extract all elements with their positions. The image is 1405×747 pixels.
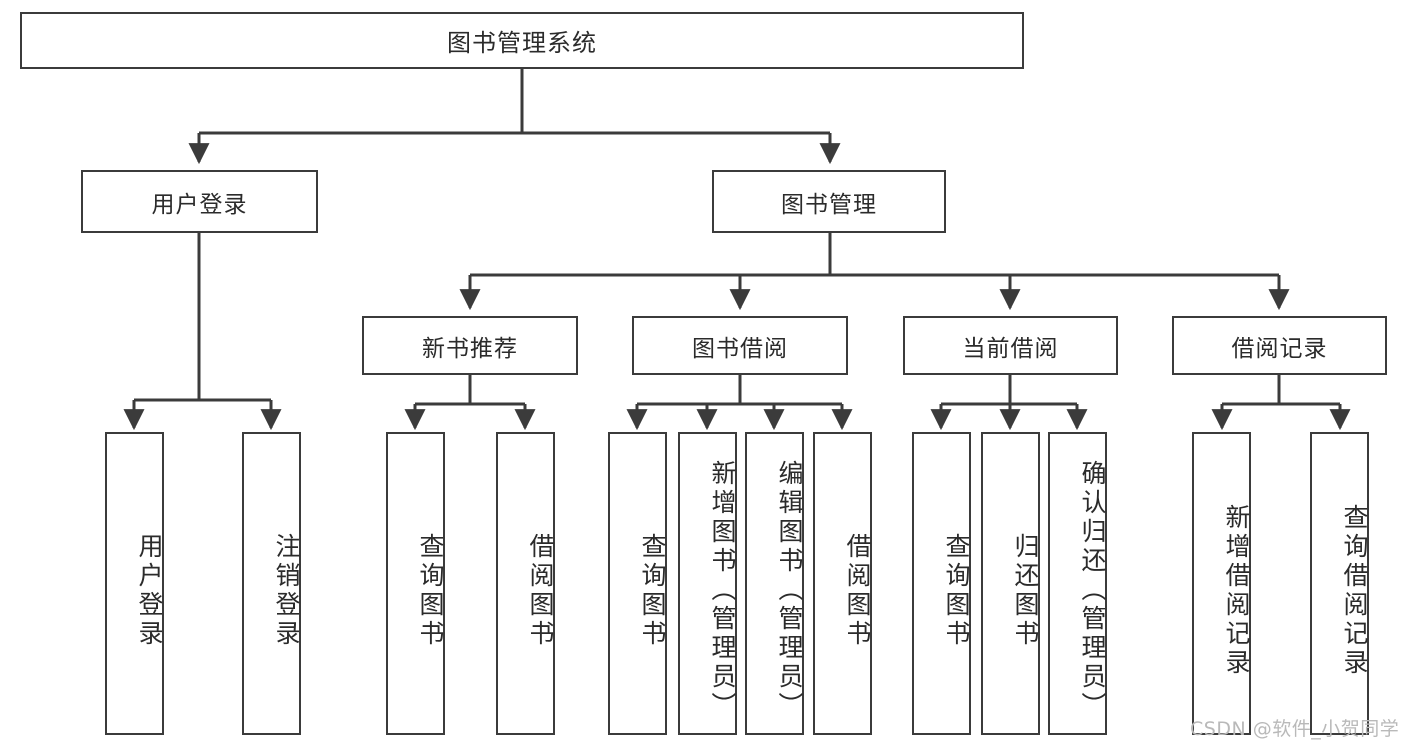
leaf-edit-book[interactable]: 编辑图书（管理员） [745,432,804,735]
leaf-confirm-return[interactable]: 确认归还（管理员） [1048,432,1107,735]
node-label: 确认归还（管理员） [1078,460,1107,721]
node-new-book-rec[interactable]: 新书推荐 [362,316,578,375]
leaf-query-book-1[interactable]: 查询图书 [386,432,445,735]
leaf-add-record[interactable]: 新增借阅记录 [1192,432,1251,735]
node-label: 借阅记录 [1231,335,1328,362]
node-label: 注销登录 [272,532,301,649]
leaf-borrow-book-1[interactable]: 借阅图书 [496,432,555,735]
leaf-add-book[interactable]: 新增图书（管理员） [678,432,737,735]
node-label: 借阅图书 [843,532,872,649]
node-user-login[interactable]: 用户登录 [81,170,318,233]
node-label: 查询借阅记录 [1340,503,1369,678]
leaf-query-record[interactable]: 查询借阅记录 [1310,432,1369,735]
leaf-return-book[interactable]: 归还图书 [981,432,1040,735]
node-label: 新增借阅记录 [1222,503,1251,678]
node-label: 新增图书（管理员） [708,460,737,721]
node-label: 当前借阅 [962,335,1059,362]
node-label: 图书借阅 [692,335,788,362]
node-book-borrow[interactable]: 图书借阅 [632,316,848,375]
node-label: 新书推荐 [422,335,518,362]
node-label: 用户登录 [135,532,164,649]
leaf-borrow-book-2[interactable]: 借阅图书 [813,432,872,735]
leaf-query-book-3[interactable]: 查询图书 [912,432,971,735]
node-label: 查询图书 [416,532,445,649]
node-borrow-record[interactable]: 借阅记录 [1172,316,1387,375]
node-label: 图书管理系统 [447,29,597,57]
node-label: 借阅图书 [526,532,555,649]
node-book-manage[interactable]: 图书管理 [712,170,946,233]
node-label: 查询图书 [638,532,667,649]
leaf-logout-login[interactable]: 注销登录 [242,432,301,735]
node-label: 归还图书 [1011,532,1040,649]
node-label: 用户登录 [151,191,248,218]
watermark-text: CSDN @软件_小贺同学 [1190,718,1400,740]
leaf-query-book-2[interactable]: 查询图书 [608,432,667,735]
node-label: 查询图书 [942,532,971,649]
node-label: 图书管理 [781,191,877,218]
leaf-user-login[interactable]: 用户登录 [105,432,164,735]
node-current-borrow[interactable]: 当前借阅 [903,316,1118,375]
node-root-system[interactable]: 图书管理系统 [20,12,1024,69]
node-label: 编辑图书（管理员） [775,460,804,721]
